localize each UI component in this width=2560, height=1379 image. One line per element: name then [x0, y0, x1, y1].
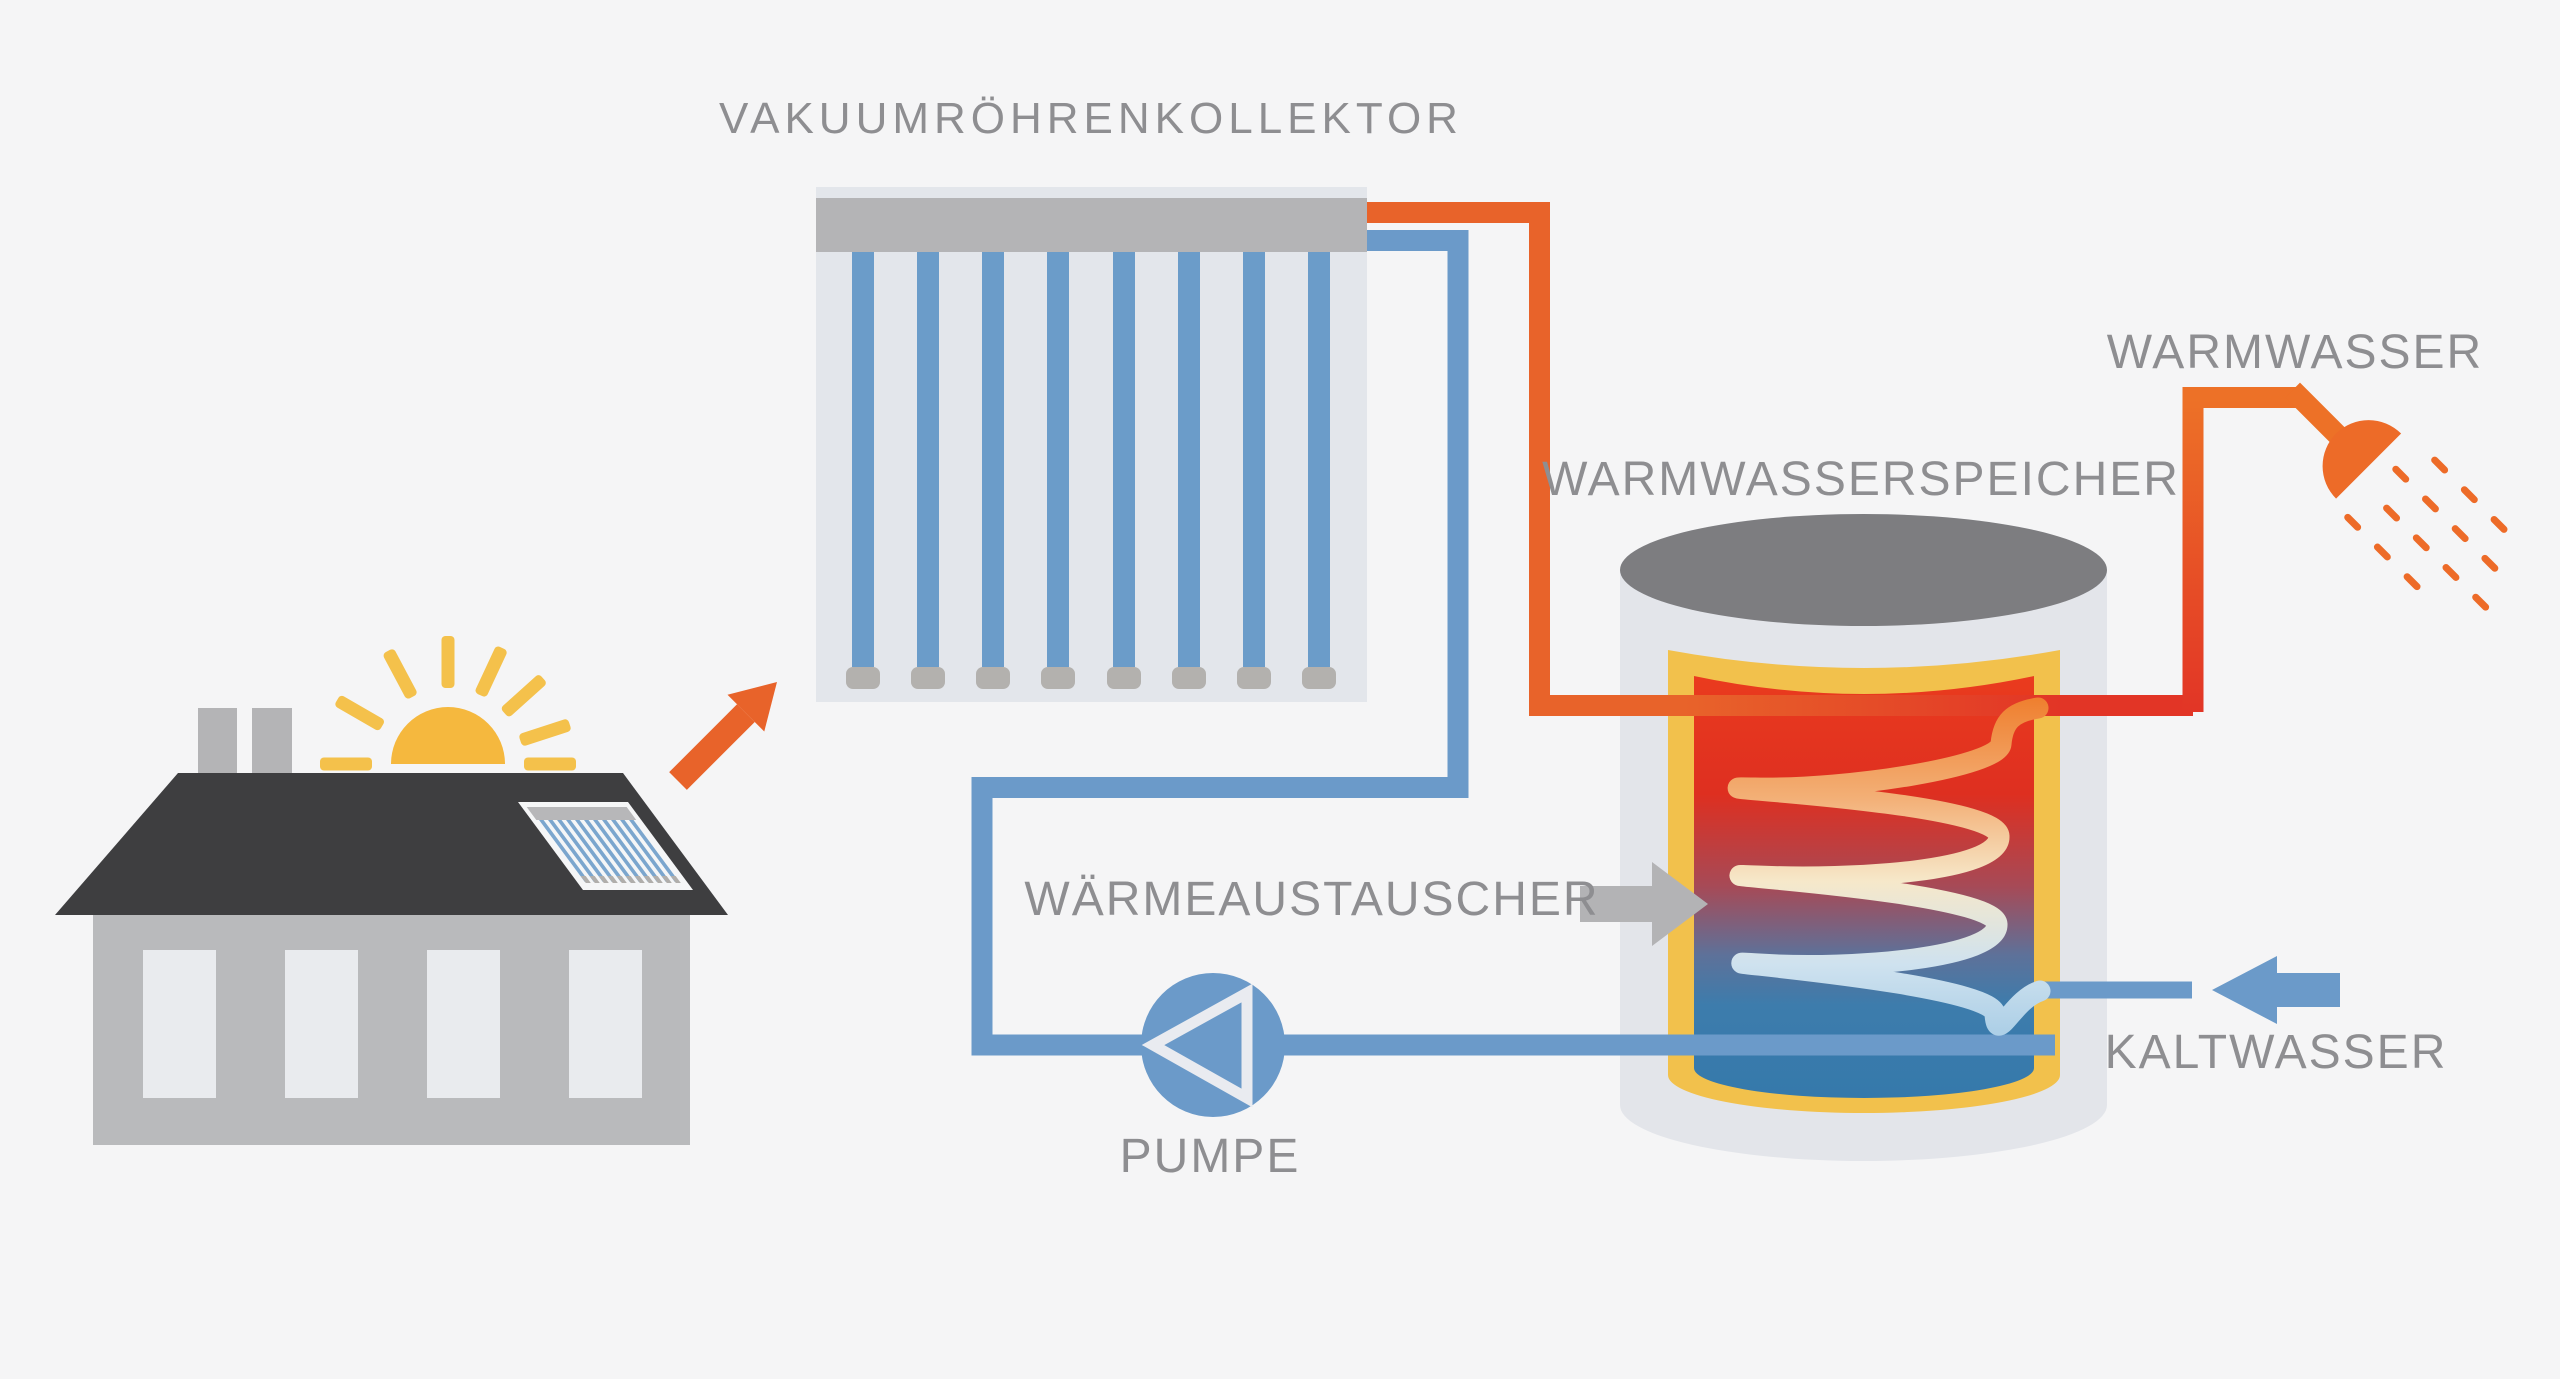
- tank-lid: [1620, 514, 2107, 626]
- vacuum-tube: [911, 252, 945, 689]
- vacuum-tube: [846, 252, 880, 689]
- collector-header-bar: [816, 198, 1367, 252]
- collector-panel-body: [816, 187, 1367, 702]
- collector-tubes: [846, 252, 1336, 689]
- orange-up-right-arrow: [669, 682, 777, 790]
- vacuum-tube: [976, 252, 1010, 689]
- shower-head-icon: [2285, 382, 2508, 611]
- heat-exchanger-label: WÄRMEAUSTAUSCHER: [1024, 873, 1599, 926]
- heat-exchanger-coil: [1727, 697, 2051, 1036]
- roof-collector-icon: [518, 802, 693, 890]
- sun-disk: [391, 707, 505, 764]
- vacuum-tube: [1237, 252, 1271, 689]
- pump-triangle: [1141, 983, 1253, 1108]
- house-windows: [143, 950, 642, 1098]
- hot-water-storage-tank: [1620, 514, 2107, 1161]
- house-icon: [55, 708, 728, 1145]
- chimney: [252, 708, 292, 780]
- vacuum-tube: [1041, 252, 1075, 689]
- vacuum-tube: [1172, 252, 1206, 689]
- storage-tank-label: WARMWASSERSPEICHER: [1542, 453, 2180, 506]
- sun-rays: [320, 636, 576, 771]
- vacuum-tube: [1302, 252, 1336, 689]
- solar-feed-pipe: [1367, 202, 2193, 716]
- pump-valve-icon: [1141, 973, 1285, 1117]
- window: [285, 950, 358, 1098]
- blue-left-arrow: [2212, 956, 2340, 1024]
- hot-water-line: [2182, 382, 2508, 712]
- pump-label: PUMPE: [1120, 1130, 1301, 1183]
- hot-water-label: WARMWASSER: [2107, 326, 2483, 379]
- window: [143, 950, 216, 1098]
- gray-right-arrow: [1580, 862, 1708, 946]
- collector-label: VAKUUMRÖHRENKOLLEKTOR: [719, 94, 1463, 143]
- window: [427, 950, 500, 1098]
- window: [569, 950, 642, 1098]
- sun-icon: [320, 636, 576, 771]
- chimney: [198, 708, 237, 780]
- vacuum-tube: [1107, 252, 1141, 689]
- shower-droplets: [2344, 456, 2508, 611]
- cold-water-label: KALTWASSER: [2105, 1026, 2448, 1079]
- hot-water-riser-pipe: [2182, 387, 2300, 712]
- vacuum-tube-collector: [816, 187, 1367, 702]
